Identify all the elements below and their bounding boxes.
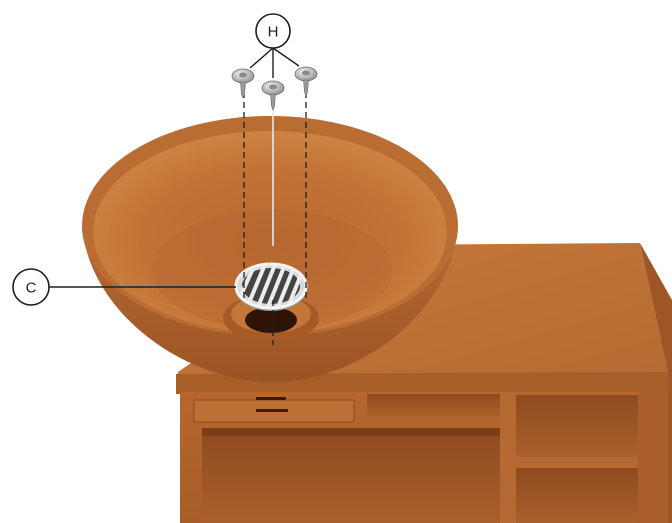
- screw-right: [295, 67, 317, 96]
- screw-center: [262, 81, 284, 110]
- right-upper-compartment: [516, 395, 638, 457]
- callout-h-leaders: [250, 48, 299, 78]
- screws: [232, 67, 317, 110]
- screw-left: [232, 69, 254, 98]
- lower-left-compartment: [202, 428, 500, 523]
- right-edge-post: [638, 392, 668, 523]
- callout-h-label: H: [268, 24, 279, 41]
- right-lower-compartment: [516, 468, 638, 523]
- drawer-handle[interactable]: [256, 409, 288, 412]
- drawer-handle-top: [256, 397, 286, 400]
- callout-h: H: [256, 14, 290, 48]
- callout-c-label: C: [26, 280, 37, 297]
- right-shelf: [510, 457, 640, 468]
- upper-shelf-opening: [367, 394, 501, 416]
- compartment-shadow: [202, 428, 500, 436]
